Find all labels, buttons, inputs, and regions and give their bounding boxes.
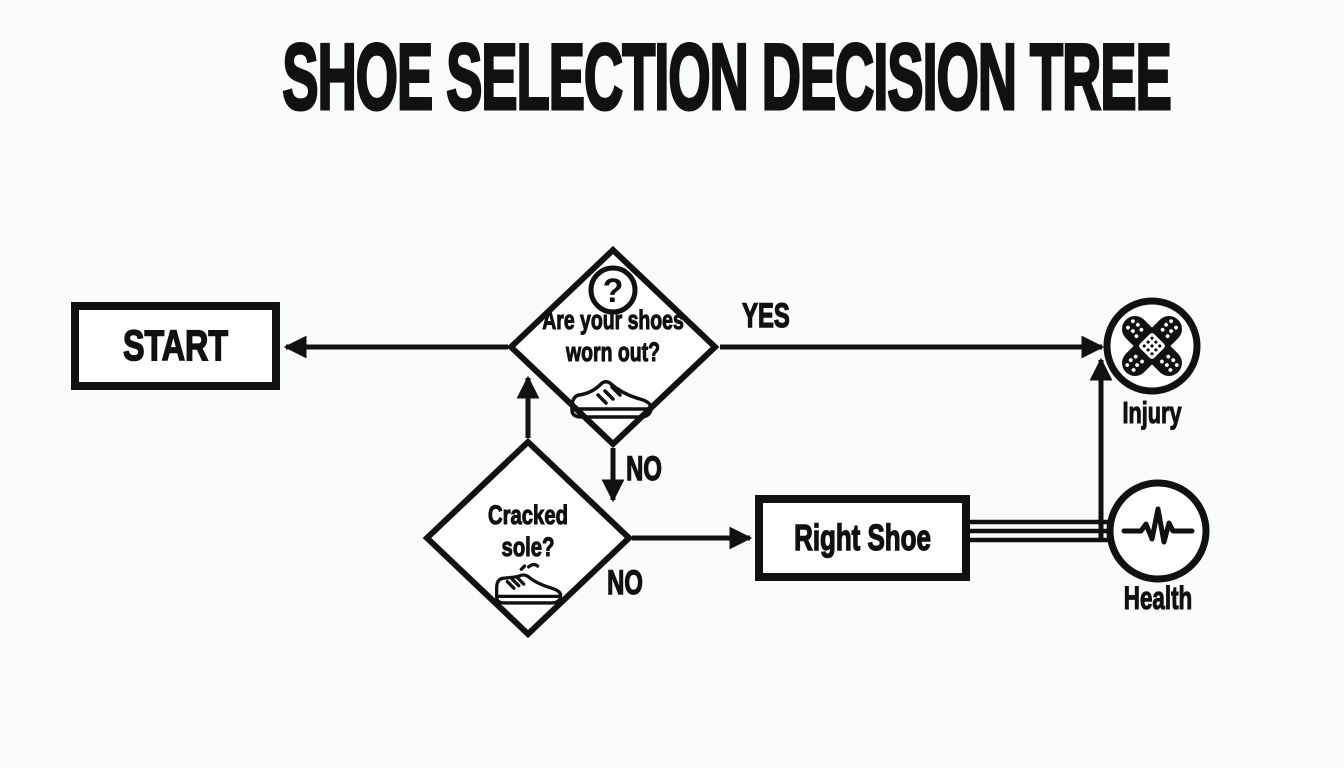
crossed-bandages-icon	[1122, 316, 1182, 376]
worn-out-decision-diamond	[506, 245, 720, 449]
right-shoe-node-label: Right Shoe	[794, 517, 932, 558]
worn-out-question-line2: worn out?	[566, 336, 661, 367]
edge-right-shoe-to-health-triple-line	[966, 519, 1110, 543]
start-node-box	[71, 302, 280, 390]
cracked-sole-question-text: Cracked sole?	[453, 499, 603, 563]
heartbeat-icon	[1121, 506, 1195, 545]
svg-text:?: ?	[603, 272, 624, 310]
right-shoe-node-box	[755, 495, 970, 581]
edge-label-yes: YES	[742, 297, 791, 335]
injury-node-label: Injury	[1122, 395, 1182, 430]
worn-out-question-text: Are your shoes worn out?	[527, 304, 700, 368]
edge-label-no-down: NO	[626, 450, 663, 488]
cracked-sole-question-line1: Cracked	[488, 499, 569, 530]
worn-shoe-icon	[495, 562, 563, 605]
health-node-label: Health	[1123, 580, 1193, 616]
cracked-sole-question-line2: sole?	[501, 531, 555, 562]
cracked-sole-decision-diamond	[422, 437, 634, 639]
start-node-label: START	[122, 321, 229, 370]
health-node-circle	[1106, 479, 1210, 583]
edge-label-no-right: NO	[607, 564, 644, 602]
sneaker-icon	[570, 380, 653, 419]
question-mark-icon: ?	[588, 265, 638, 315]
page-title: SHOE SELECTION DECISION TREE	[281, 24, 1172, 129]
worn-out-question-line1: Are your shoes	[542, 304, 684, 335]
